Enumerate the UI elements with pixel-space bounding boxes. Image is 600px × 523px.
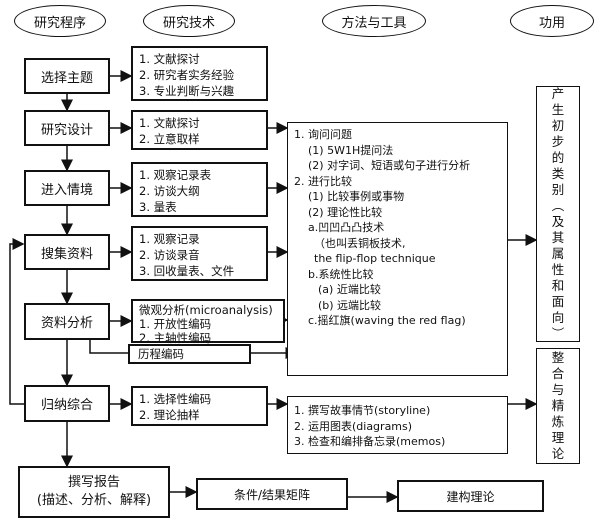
method-item: (1) 5W1H提问法 (308, 143, 394, 157)
matrix-label: 条件/结果矩阵 (233, 487, 311, 502)
technique-5-item: 2. 主轴性编码 (139, 331, 212, 345)
technique-6-item: 1. 选择性编码 (139, 392, 212, 406)
stage-data-analysis: 资料分析 (24, 303, 110, 340)
technique-3-item: 3. 量表 (139, 200, 177, 214)
method-item: b.系统性比较 (308, 267, 374, 281)
method-item: 1. 询问问题 (294, 128, 352, 141)
method-item: （也叫丢铜板技术, (314, 236, 406, 250)
method-item: 2. 进行比较 (294, 174, 352, 188)
method-item: (2) 理论性比较 (308, 205, 383, 219)
stage-enter-setting: 进入情境 (24, 170, 110, 206)
technique-box-4: 1. 观察记录 2. 访谈录音 3. 回收量表、文件 (131, 226, 268, 281)
stage-research-design-label: 研究设计 (40, 122, 93, 138)
technique-4-item: 2. 访谈录音 (139, 248, 200, 262)
technique-box-3: 1. 观察记录表 2. 访谈大纲 3. 量表 (131, 162, 268, 217)
construct-theory-box: 建构理论 (397, 480, 544, 512)
function-char: 合 (551, 366, 565, 381)
function-char: ︶ (551, 326, 565, 341)
function-box-categories: 产生初步的类别︵及其属性和面向︶ (536, 86, 580, 342)
process-coding-box: 历程编码 (128, 344, 251, 364)
technique-1-item: 1. 文献探讨 (139, 52, 200, 66)
matrix-box: 条件/结果矩阵 (196, 478, 348, 510)
function-char: 整 (551, 350, 565, 365)
function-char: 及 (551, 214, 565, 229)
stage-collect-data: 搜集资料 (24, 234, 110, 270)
function-char: 属 (551, 246, 565, 261)
function-char: 面 (551, 294, 565, 309)
stage-write-report: 撰写报告 (描述、分析、解释) (18, 466, 170, 518)
method-item: the flip-flop technique (314, 252, 436, 265)
function-char: 炼 (551, 414, 565, 429)
function-char: 向 (551, 310, 565, 325)
function-box-integrate: 整合与精炼理论 (536, 348, 580, 464)
function-char: 其 (551, 230, 565, 245)
header-procedure: 研究程序 (14, 5, 106, 37)
method-item: (b) 远端比较 (318, 298, 382, 312)
stage-enter-setting-label: 进入情境 (40, 182, 93, 198)
function-char: 生 (551, 102, 565, 117)
technique-box-1: 1. 文献探讨 2. 研究者实务经验 3. 专业判断与兴趣 (131, 46, 268, 101)
technique-2-item: 2. 立意取样 (139, 132, 200, 146)
stage-research-design: 研究设计 (24, 110, 110, 146)
stage-select-topic: 选择主题 (24, 58, 110, 94)
method-item: (a) 近端比较 (318, 283, 381, 296)
header-function: 功用 (510, 5, 594, 37)
method-item: (2) 对字词、短语或句子进行分析 (308, 159, 471, 172)
technique-5-item: 1. 开放性编码 (139, 317, 212, 331)
function-char: 与 (551, 382, 565, 397)
technique-3-item: 1. 观察记录表 (139, 168, 212, 182)
header-methods: 方法与工具 (322, 5, 426, 37)
technique-box-6: 1. 选择性编码 2. 理论抽样 (131, 386, 268, 426)
stage-write-report-line1: 撰写报告 (67, 475, 120, 490)
process-coding-label: 历程编码 (138, 347, 184, 361)
method-item: a.凹凹凸凸技术 (308, 221, 385, 234)
function-char: 别 (551, 182, 565, 197)
stage-collect-data-label: 搜集资料 (40, 246, 93, 262)
header-procedure-label: 研究程序 (33, 15, 86, 31)
stage-select-topic-label: 选择主题 (40, 70, 93, 86)
method-box-analysis: 1. 询问问题 (1) 5W1H提问法 (2) 对字词、短语或句子进行分析 2.… (287, 122, 508, 376)
function-char: 类 (551, 166, 565, 181)
method-item: (1) 比较事例或事物 (308, 190, 405, 203)
function-char: 和 (551, 278, 565, 293)
stage-synthesis: 归纳综合 (24, 385, 110, 422)
function-char: 精 (551, 398, 565, 413)
header-technique: 研究技术 (143, 5, 235, 37)
technique-box-2: 1. 文献探讨 2. 立意取样 (131, 110, 268, 150)
technique-1-item: 3. 专业判断与兴趣 (139, 84, 235, 98)
method-item: 2. 运用图表(diagrams) (294, 419, 413, 433)
technique-4-item: 3. 回收量表、文件 (139, 264, 235, 278)
technique-2-item: 1. 文献探讨 (139, 116, 200, 130)
function-char: ︵ (551, 198, 565, 213)
function-char: 步 (551, 134, 565, 149)
technique-4-item: 1. 观察记录 (139, 232, 200, 246)
function-char: 论 (551, 446, 565, 461)
technique-3-item: 2. 访谈大纲 (139, 184, 200, 198)
technique-6-item: 2. 理论抽样 (139, 408, 200, 422)
technique-5-item: 微观分析(microanalysis) (139, 303, 273, 317)
stage-data-analysis-label: 资料分析 (40, 316, 93, 331)
stage-synthesis-label: 归纳综合 (40, 398, 93, 413)
stage-write-report-line2: (描述、分析、解释) (36, 493, 152, 508)
function-char: 性 (551, 262, 565, 277)
technique-1-item: 2. 研究者实务经验 (139, 68, 235, 82)
function-char: 的 (551, 150, 565, 165)
method-item: 1. 撰写故事情节(storyline) (294, 404, 431, 417)
header-function-label: 功用 (538, 15, 565, 31)
construct-theory-label: 建构理论 (446, 489, 495, 504)
method-box-synthesis: 1. 撰写故事情节(storyline) 2. 运用图表(diagrams) 3… (287, 396, 508, 454)
header-methods-label: 方法与工具 (341, 15, 407, 31)
method-item: 3. 检查和编排备忘录(memos) (294, 435, 446, 448)
technique-box-5: 微观分析(microanalysis) 1. 开放性编码 2. 主轴性编码 (131, 299, 285, 345)
method-item: c.摇红旗(waving the red flag) (308, 314, 466, 327)
function-char: 产 (551, 86, 565, 101)
header-technique-label: 研究技术 (162, 15, 215, 31)
function-char: 理 (551, 430, 565, 445)
function-char: 初 (551, 118, 565, 133)
